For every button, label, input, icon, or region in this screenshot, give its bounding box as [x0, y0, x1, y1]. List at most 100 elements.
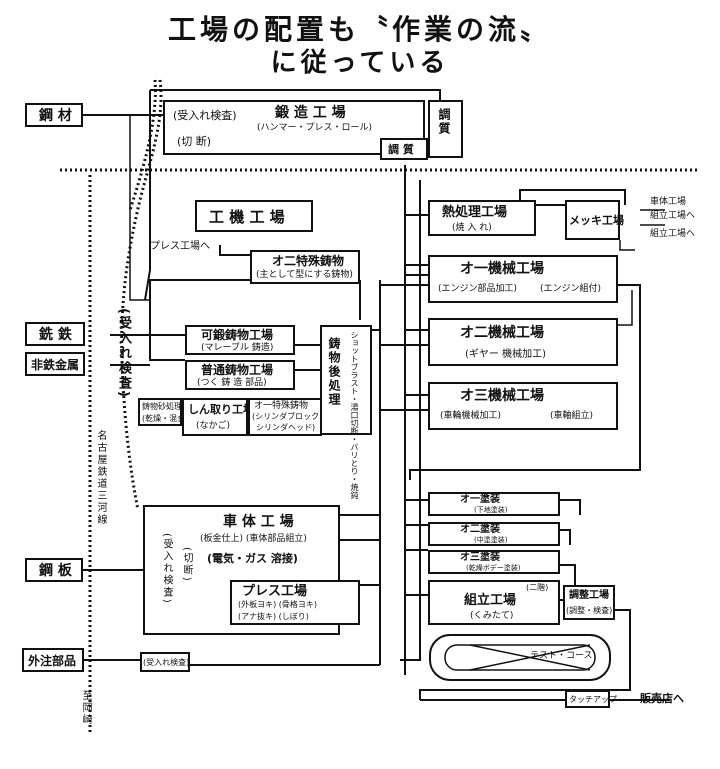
input-hitetsu: 非鉄金属	[25, 352, 85, 376]
special-cast-2: オ二特殊鋳物 (主として型にする鋳物)	[250, 250, 360, 284]
paint-links	[560, 499, 581, 545]
ukeire-kensa-vertical: (受入れ検査)	[116, 308, 131, 399]
core-name: しん取り工場	[188, 403, 254, 416]
plating-out	[640, 209, 665, 226]
plating-down	[619, 240, 635, 251]
input-kozai: 鋼 材	[25, 103, 83, 127]
forge-sub: (ハンマー・プレス・ロール)	[257, 123, 373, 133]
paint-1: オ一塗装 (下地塗装)	[428, 492, 560, 516]
special-cast-1-name: オ一特殊鋳物	[254, 401, 309, 411]
touchup-label: タッチアップ	[569, 695, 617, 704]
chosho-small-label: 調 質	[388, 143, 414, 156]
adjust-shop: 調整工場 (調整・検査)	[563, 585, 615, 620]
after-treatment-name: 鋳物後処理	[327, 337, 341, 407]
input-hitetsu-label: 非鉄金属	[31, 358, 80, 372]
chosho-small: 調 質	[380, 138, 428, 160]
m3-name: オ三機械工場	[460, 388, 544, 404]
plating-shop: メッキ工場	[565, 200, 624, 240]
input-kouhan: 鋼 板	[25, 558, 83, 582]
railway-curve-b	[128, 79, 157, 211]
top-outer-line	[150, 89, 441, 100]
body-cut: (切断)	[181, 547, 192, 583]
sand-line2: (乾燥・混合)	[142, 414, 189, 423]
to-m1	[380, 264, 428, 286]
m2-sub: (ギヤー 機械加工)	[465, 349, 546, 360]
core-shop: しん取り工場 (なかご)	[182, 398, 254, 436]
gaichu-receive-label: (受入れ検査)	[143, 658, 190, 667]
paint-3-sub: (乾燥ボデー塗装)	[466, 564, 521, 572]
diagram-title-line2: に従っている	[270, 48, 450, 78]
machine-shop-1: オ一機械工場 (エンジン部品加工) (エンジン組付)	[428, 255, 618, 303]
paint-2-sub: (中塗塗装)	[474, 536, 508, 544]
cast-left	[149, 300, 185, 361]
heat-treat-name: 熱処理工場	[442, 205, 508, 220]
press-shop: プレス工場 (外板ヨキ) (骨格ヨキ) (アナ抜キ) (しぼり)	[230, 580, 360, 625]
m1-return	[409, 284, 641, 480]
m2-link	[618, 290, 633, 326]
press-to-label: プレス工場へ	[150, 241, 210, 252]
rail-label: 名古屋鉄道三河線	[95, 430, 106, 526]
m3-sub2: (車軸組立)	[550, 411, 594, 421]
press-name: プレス工場	[242, 584, 308, 599]
special-cast-1-sub1: (シリンダブロック	[252, 412, 320, 421]
paint-1-name: オ一塗装	[460, 494, 500, 505]
assembly-name: 組立工場	[464, 593, 517, 608]
to-paint	[405, 499, 428, 596]
metal-in	[110, 334, 150, 366]
m1-sub1: (エンジン部品加工)	[438, 284, 518, 294]
forge-name: 鍛 造 工 場	[275, 105, 346, 121]
adjust-name: 調整工場	[569, 590, 609, 601]
assembly-to: 組立工場へ	[650, 229, 696, 239]
special-cast-1-sub2: シリンダヘッド)	[256, 423, 316, 432]
m1-sub2: (エンジン組付)	[540, 284, 602, 294]
body-out	[340, 514, 380, 541]
machine-shop-3: オ三機械工場 (車輪機械加工) (車軸組立)	[428, 382, 618, 430]
sales-label: 販売店へ	[640, 692, 684, 705]
machine-shop-2: オ二機械工場 (ギヤー 機械加工)	[428, 318, 618, 366]
heat-treat-shop: 熱処理工場 (焼 入 れ)	[428, 200, 536, 236]
sand-line1: 鋳物砂処理場	[142, 402, 190, 411]
forge-cut: (切 断)	[177, 135, 212, 148]
m1-name: オ一機械工場	[460, 261, 544, 277]
input-kozai-label: 鋼 材	[39, 108, 72, 124]
body-receive: (受入れ検査)	[161, 533, 172, 605]
to-m2	[380, 329, 428, 346]
chosho-tall-label: 調質	[437, 108, 451, 136]
malleable-cast-shop: 可鍛鋳物工場 (マレーブル 鋳造)	[185, 325, 295, 355]
paint-1-sub: (下地塗装)	[474, 506, 508, 514]
trunk-line-c	[400, 180, 421, 661]
plating-name: メッキ工場	[569, 214, 624, 227]
plating-to-body: 車体工場	[650, 197, 687, 207]
common-cast-sub: (つく 鋳 造 部品)	[197, 378, 267, 388]
paint-2: オ二塗装 (中塗塗装)	[428, 522, 560, 546]
malleable-sub: (マレーブル 鋳造)	[201, 343, 274, 353]
special-cast-1: オ一特殊鋳物 (シリンダブロック シリンダヘッド)	[248, 398, 322, 436]
assembly-floor: (二階)	[526, 583, 549, 592]
to-okazaki: 至岡崎	[80, 690, 91, 726]
plating-to-assembly: 組立工場へ	[650, 211, 696, 221]
press-sub1: (外板ヨキ) (骨格ヨキ)	[238, 600, 318, 609]
m2-name: オ二機械工場	[460, 325, 544, 341]
to-special2	[149, 279, 250, 335]
paint-3: オ三塗装 (乾燥ボデー塗装)	[428, 550, 560, 574]
sand-processing: 鋳物砂処理場 (乾燥・混合)	[138, 398, 190, 426]
input-kouhan-label: 鋼 板	[39, 563, 72, 579]
common-cast-shop: 普通鋳物工場 (つく 鋳 造 部品)	[185, 360, 295, 390]
special-cast-2-sub: (主として型にする鋳物)	[256, 270, 353, 280]
core-sub: (なかご)	[196, 421, 231, 431]
touchup-box: タッチアップ	[565, 690, 617, 708]
heat-treat-sub: (焼 入 れ)	[452, 223, 492, 233]
paint3-down	[560, 564, 576, 590]
input-gaichu-label: 外注部品	[28, 654, 77, 668]
input-sentetsu: 銑 鉄	[25, 322, 85, 346]
adjust-down	[419, 609, 631, 700]
assembly-shop: 組立工場 (くみたて) (二階)	[428, 580, 560, 625]
test-course-track	[429, 634, 611, 681]
railway-curve-a	[120, 79, 163, 511]
machine-tool-shop: 工 機 工 場	[195, 200, 313, 232]
m3-sub1: (車輪機械加工)	[440, 411, 502, 421]
special-cast-2-name: オ二特殊鋳物	[272, 254, 345, 268]
input-sentetsu-label: 銑 鉄	[39, 327, 72, 343]
common-cast-name: 普通鋳物工場	[201, 363, 274, 377]
